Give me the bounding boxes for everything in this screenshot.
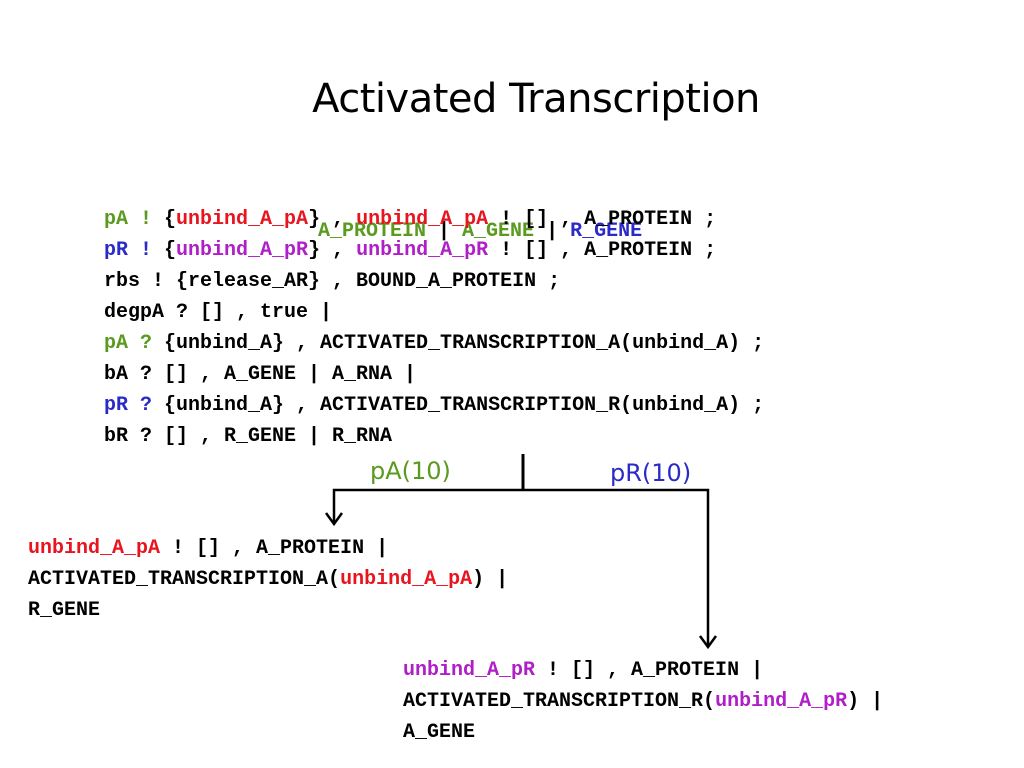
code-segment: unbind_A_pR (176, 239, 309, 262)
code-line: unbind_A_pR ! [] , A_PROTEIN | (403, 655, 883, 686)
code-segment: ) | (847, 690, 884, 713)
code-segment: ! [] , A_PROTEIN ; (488, 208, 717, 231)
process-header: A_PROTEIN | A_GENE | R_GENE (318, 154, 642, 278)
code-line: R_GENE (28, 595, 508, 626)
code-segment: R_GENE (570, 220, 643, 243)
code-line: degpA ? [] , true | (104, 297, 764, 328)
code-line: pR ! {unbind_A_pR} , unbind_A_pR ! [] , … (104, 235, 764, 266)
code-segment: { (164, 208, 177, 231)
code-segment: A_GENE (462, 220, 535, 243)
code-line: pA ! {unbind_A_pA} , unbind_A_pA ! [] , … (104, 204, 764, 235)
branch-label-pr: pR(10) (610, 459, 692, 487)
branch-left-connector (332, 488, 523, 524)
code-segment: A_PROTEIN (318, 220, 427, 243)
branch-result-pr: unbind_A_pR ! [] , A_PROTEIN |ACTIVATED_… (403, 655, 883, 748)
code-segment: pR ! (104, 239, 165, 262)
header-line: A_PROTEIN | A_GENE | R_GENE (318, 216, 642, 247)
code-segment: pR ? (104, 394, 165, 417)
code-segment: R_GENE (28, 599, 101, 622)
code-segment: degpA ? [] , true | (104, 301, 333, 324)
code-segment: unbind_A_pA (176, 208, 309, 231)
code-segment: pA ? (104, 332, 165, 355)
code-segment: ! [] , A_PROTEIN ; (488, 239, 717, 262)
code-line: ACTIVATED_TRANSCRIPTION_R(unbind_A_pR) | (403, 686, 883, 717)
code-segment: ! [] , A_PROTEIN | (160, 537, 389, 560)
code-line: A_GENE (403, 717, 883, 748)
code-line: bR ? [] , R_GENE | R_RNA (104, 421, 764, 452)
code-segment: ! [] , A_PROTEIN | (535, 659, 764, 682)
branch-left-arrowhead (324, 512, 344, 527)
code-segment: A_GENE (403, 721, 476, 744)
code-segment: unbind_A_pA (28, 537, 161, 560)
code-segment: ACTIVATED_TRANSCRIPTION_R( (403, 690, 716, 713)
code-line: bA ? [] , A_GENE | A_RNA | (104, 359, 764, 390)
slide-title: Activated Transcription (312, 76, 760, 122)
code-segment: unbind_A_pR (356, 239, 489, 262)
code-segment: ACTIVATED_TRANSCRIPTION_A( (28, 568, 341, 591)
code-line: pR ? {unbind_A} , ACTIVATED_TRANSCRIPTIO… (104, 390, 764, 421)
code-segment: { (164, 239, 177, 262)
code-segment: } , (308, 208, 357, 231)
code-segment: | (534, 220, 571, 243)
code-segment: {unbind_A} , ACTIVATED_TRANSCRIPTION_R(u… (164, 394, 765, 417)
code-segment: unbind_A_pA (356, 208, 489, 231)
branch-result-pa: unbind_A_pA ! [] , A_PROTEIN |ACTIVATED_… (28, 533, 508, 626)
code-segment: bA ? [] , A_GENE | A_RNA | (104, 363, 417, 386)
branch-right-arrowhead (698, 635, 718, 650)
code-line: pA ? {unbind_A} , ACTIVATED_TRANSCRIPTIO… (104, 328, 764, 359)
code-segment: pA ! (104, 208, 165, 231)
code-line: rbs ! {release_AR} , BOUND_A_PROTEIN ; (104, 266, 764, 297)
code-segment: | (426, 220, 463, 243)
process-code-block: pA ! {unbind_A_pA} , unbind_A_pA ! [] , … (104, 204, 764, 452)
branch-right-connector (523, 488, 710, 647)
code-segment: ) | (472, 568, 509, 591)
code-segment: unbind_A_pR (715, 690, 848, 713)
code-line: unbind_A_pA ! [] , A_PROTEIN | (28, 533, 508, 564)
branch-label-pa: pA(10) (370, 457, 451, 485)
code-segment: } , (308, 239, 357, 262)
code-segment: unbind_A_pR (403, 659, 536, 682)
code-line: ACTIVATED_TRANSCRIPTION_A(unbind_A_pA) | (28, 564, 508, 595)
code-segment: bR ? [] , R_GENE | R_RNA (104, 425, 393, 448)
code-segment: {unbind_A} , ACTIVATED_TRANSCRIPTION_A(u… (164, 332, 765, 355)
code-segment: rbs ! {release_AR} , BOUND_A_PROTEIN ; (104, 270, 561, 293)
code-segment: unbind_A_pA (340, 568, 473, 591)
